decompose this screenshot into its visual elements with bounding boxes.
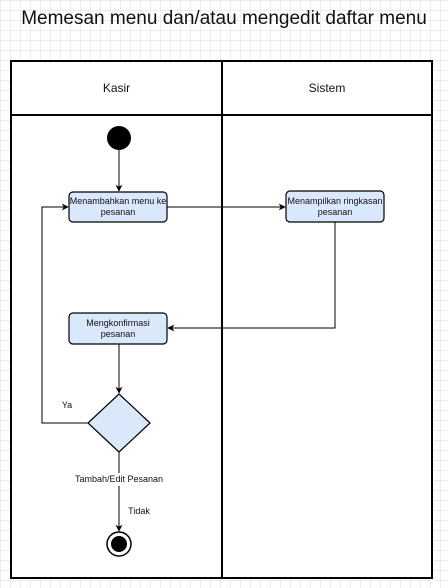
edge-decision-yes-loop bbox=[41, 203, 88, 424]
edge-label-no: Tidak bbox=[128, 506, 150, 516]
lane-title-kasir: Kasir bbox=[102, 80, 131, 95]
edge-label-yes: Ya bbox=[61, 400, 73, 410]
decision-label: Tambah/Edit Pesanan bbox=[54, 473, 184, 486]
node-confirm-label: Mengkonfirmasi pesanan bbox=[86, 317, 150, 339]
lane-title-sistem: Sistem bbox=[308, 80, 346, 95]
node-confirm bbox=[68, 312, 168, 345]
diagram-title: Memesan menu dan/atau mengedit daftar me… bbox=[21, 8, 427, 29]
node-add-menu-label: Menambahkan menu ke pesanan bbox=[69, 196, 167, 217]
end-node-core bbox=[111, 536, 127, 552]
edge-summary-to-confirm bbox=[167, 222, 336, 332]
node-show-summary-label: Menampilkan ringkasan pesanan bbox=[287, 195, 383, 217]
start-node bbox=[107, 126, 131, 150]
